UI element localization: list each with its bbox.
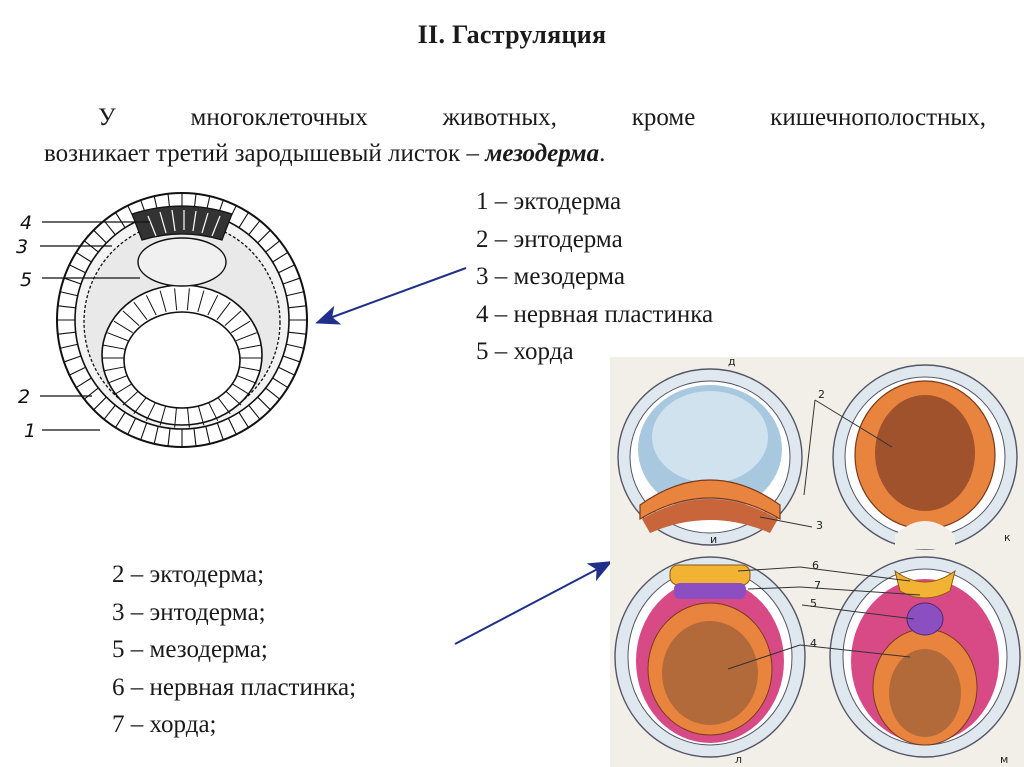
diagram-label: 4: [20, 212, 32, 234]
stage-letter: л: [735, 753, 742, 766]
intro-paragraph: У многоклеточных животных, кроме кишечно…: [44, 100, 986, 172]
intro-line-2: возникает третий зародышевый листок – ме…: [44, 136, 986, 172]
diagram-label: 3: [16, 236, 28, 258]
pointer-number: 3: [816, 519, 823, 532]
legend-item: 7 – хорда;: [112, 711, 217, 738]
arrow-to-diagram: [315, 267, 467, 325]
intro-text-end: .: [599, 140, 606, 167]
intro-term: мезодерма: [485, 140, 600, 167]
legend-item: 5 – хорда: [476, 338, 574, 365]
intro-word: многоклеточных: [190, 104, 368, 131]
legend-top: 1 – эктодерма 2 – энтодерма 3 – мезодерм…: [476, 183, 713, 371]
legend-item: 2 – эктодерма;: [112, 561, 265, 588]
pointer-number: 2: [818, 388, 825, 401]
intro-text: возникает третий зародышевый листок –: [44, 140, 486, 167]
legend-item: 2 – энтодерма: [476, 225, 623, 253]
legend-item: 6 – нервная пластинка;: [112, 673, 357, 701]
embryo-stages-svg: д 2 3 6 7 5 4 и к л м: [610, 357, 1024, 767]
legend-item: 5 – мезодерма;: [112, 636, 268, 663]
page-title: II. Гаструляция: [417, 20, 607, 49]
embryo-stages-illustration: д 2 3 6 7 5 4 и к л м: [610, 357, 1024, 767]
intro-word: кроме: [631, 104, 696, 131]
diagram-label: 2: [18, 386, 30, 408]
stage-letter: д: [728, 357, 736, 368]
intro-word: У: [98, 104, 116, 131]
intro-word: кишечнополостных,: [770, 104, 986, 131]
pointer-number: 5: [810, 597, 817, 610]
legend-item: 3 – мезодерма: [476, 263, 625, 290]
pointer-number: 7: [814, 579, 821, 592]
legend-item: 3 – энтодерма;: [112, 598, 266, 626]
stage-letter: к: [1004, 531, 1011, 544]
intro-word: животных,: [442, 104, 557, 131]
legend-item: 1 – эктодерма: [476, 188, 622, 215]
legend-item: 4 – нервная пластинка: [476, 300, 714, 328]
pointer-number: 4: [810, 637, 817, 650]
diagram-label: 5: [20, 269, 32, 291]
arrow-to-photo: [454, 561, 613, 645]
intro-line-1: У многоклеточных животных, кроме кишечно…: [44, 100, 986, 136]
stage-letter: м: [1000, 753, 1008, 766]
legend-bottom: 2 – эктодерма; 3 – энтодерма; 5 – мезоде…: [112, 556, 356, 744]
stage-letter: и: [710, 533, 717, 546]
pointer-number: 6: [812, 559, 819, 572]
diagram-label: 1: [24, 420, 36, 442]
